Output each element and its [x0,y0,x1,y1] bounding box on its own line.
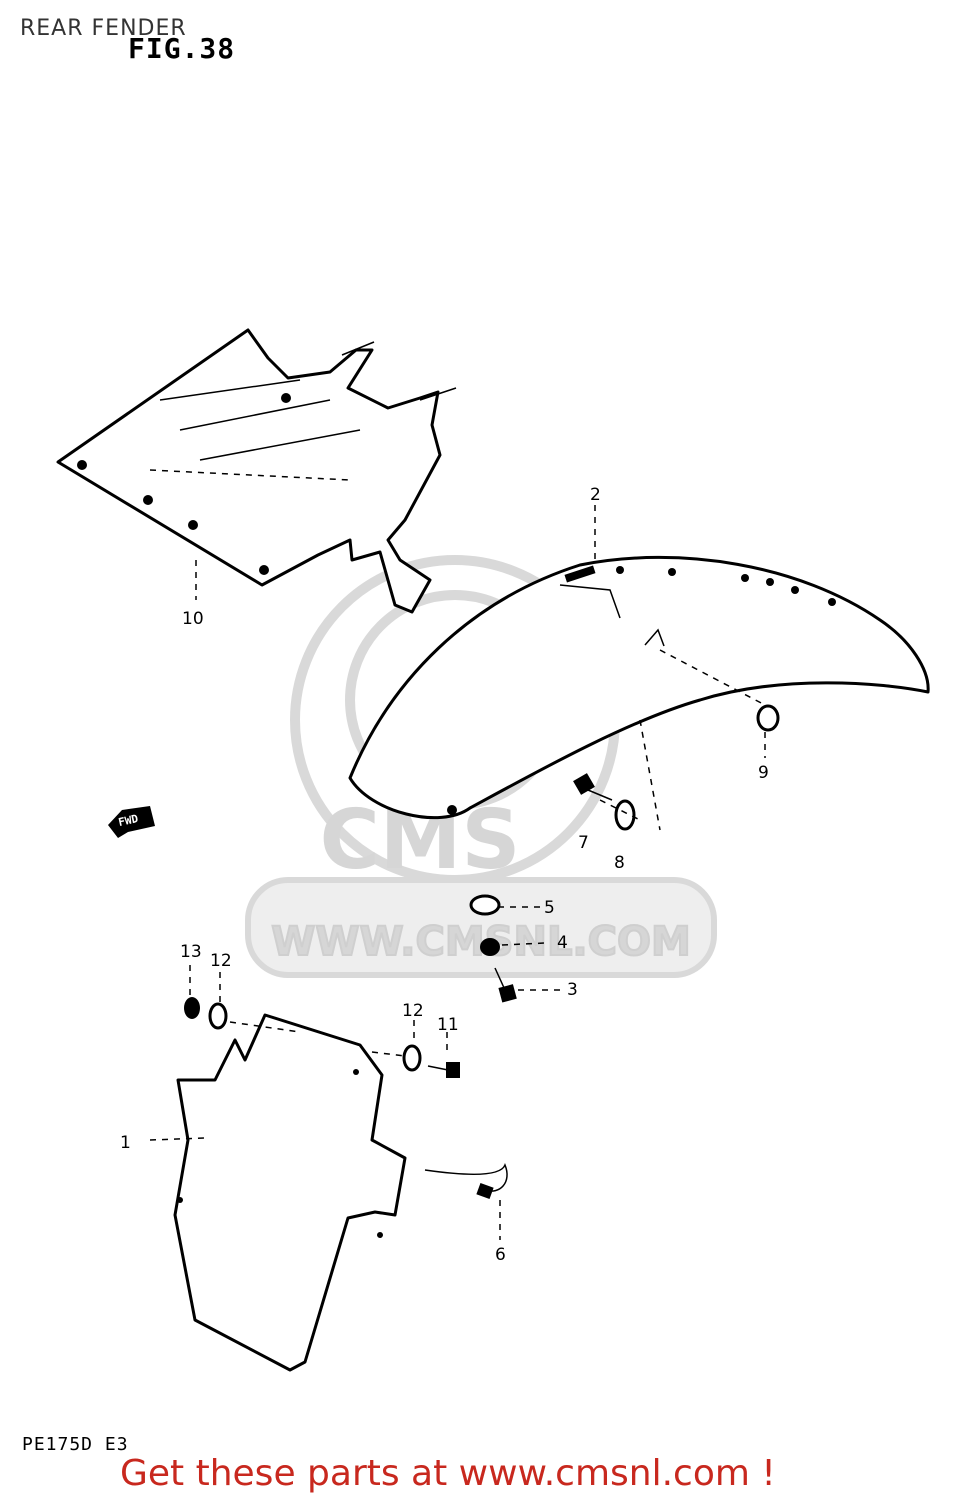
callout-10: 10 [182,609,204,629]
callout-5: 5 [544,898,555,918]
watermark-url: WWW.CMSNL.COM [271,919,691,965]
part-12-washer-right [402,1044,422,1072]
part-7-bolt-head [573,773,595,795]
callout-6: 6 [495,1245,506,1265]
callout-1: 1 [120,1133,131,1153]
callout-3: 3 [567,980,578,1000]
watermark-banner [245,877,717,978]
callout-4: 4 [557,933,568,953]
part-11-bolt [446,1062,460,1078]
part-4-nut [480,938,500,956]
model-code: PE175D E3 [22,1434,129,1455]
callout-9: 9 [758,763,769,783]
callout-7: 7 [578,833,589,853]
callout-12-left: 12 [210,951,232,971]
leader-lines [149,505,766,1240]
part-13-nut [184,997,200,1019]
callout-13: 13 [180,942,202,962]
part-9-nut [756,704,780,732]
callout-11: 11 [437,1015,459,1035]
hardware [184,704,780,1200]
callout-8: 8 [614,853,625,873]
part-6-band [424,1162,508,1192]
part-3-bolt [494,967,506,991]
part-1-mud-flap [173,1013,407,1372]
part-12-washer-left [208,1002,228,1030]
fwd-arrow-label: FWD [117,812,140,829]
get-parts-link[interactable]: Get these parts at www.cmsnl.com ! [120,1453,776,1494]
callout-2: 2 [590,485,601,505]
figure-number: FIG.38 [128,32,236,65]
page-title: REAR FENDER [20,16,187,41]
part-5-washer [469,894,501,916]
fwd-direction-arrow: FWD [108,806,155,838]
callout-12-right: 12 [402,1001,424,1021]
part-2-rear-fender [348,555,930,820]
part-10-plate-bracket [56,328,457,614]
callout-labels: 2 10 9 7 8 5 4 3 13 12 12 11 1 6 [120,485,769,1265]
part-8-washer [614,799,636,831]
